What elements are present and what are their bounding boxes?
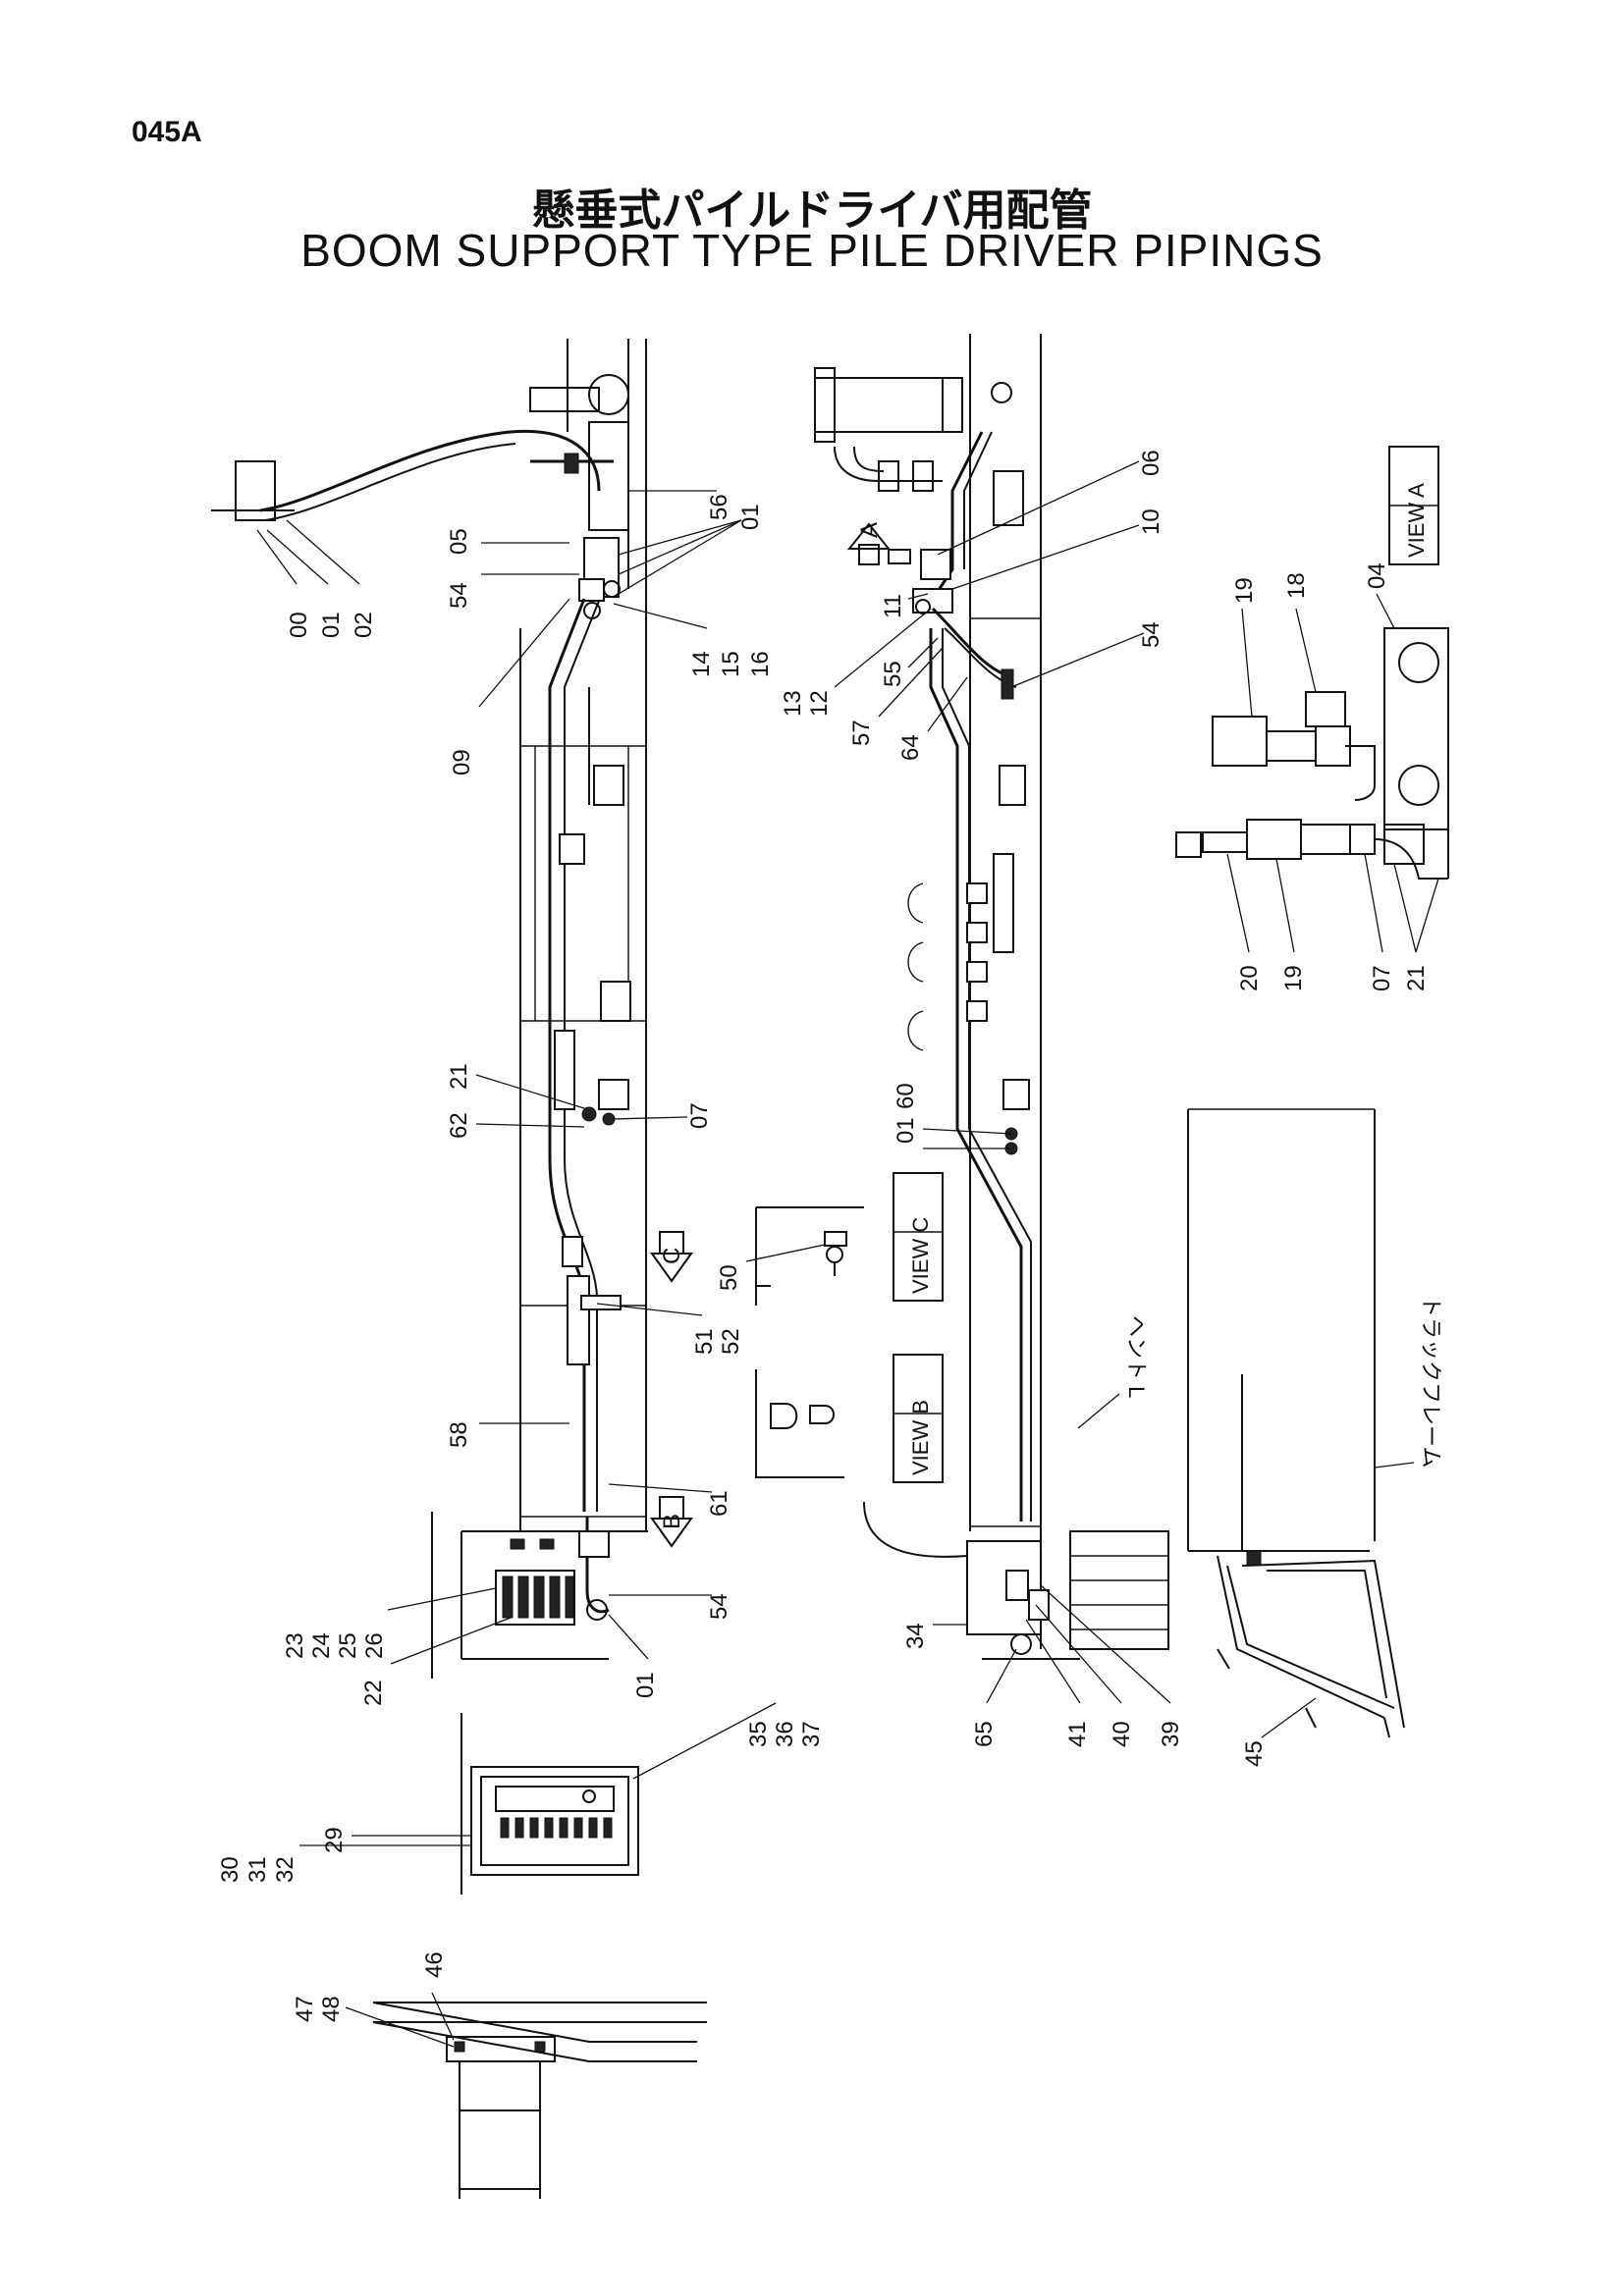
callout-01d: 01 — [893, 1117, 919, 1144]
callout-00: 00 — [286, 612, 312, 638]
view-a-title: VIEW A — [1404, 483, 1429, 558]
callouts-ladder: 46 47 48 — [292, 1951, 455, 2048]
callout-01b: 01 — [737, 504, 764, 530]
callout-13: 13 — [780, 690, 806, 717]
callout-34: 34 — [902, 1623, 929, 1649]
callout-40: 40 — [1109, 1721, 1135, 1747]
control-box-assembly — [460, 1713, 639, 1895]
callout-46: 46 — [421, 1951, 448, 1978]
arrow-b-letter: B — [659, 1514, 685, 1529]
callout-32: 32 — [272, 1856, 298, 1883]
note-track-frame: トラックフレーム — [1419, 1296, 1443, 1468]
callout-37: 37 — [798, 1721, 825, 1747]
callout-41: 41 — [1064, 1721, 1091, 1747]
callouts-view-a: 04 18 19 20 19 07 21 — [1226, 562, 1439, 991]
callouts-view-c: 50 — [716, 1244, 826, 1291]
ladder-detail — [372, 2002, 707, 2199]
callout-52: 52 — [718, 1328, 744, 1355]
callout-65: 65 — [971, 1721, 998, 1747]
callout-11: 11 — [880, 594, 906, 618]
callout-50: 50 — [716, 1264, 742, 1291]
left-boom-assembly — [211, 339, 648, 1679]
callout-23: 23 — [282, 1632, 308, 1659]
view-a-detail — [1175, 627, 1449, 880]
callout-51: 51 — [691, 1328, 718, 1355]
view-b-title: VIEW B — [908, 1400, 933, 1475]
callout-04: 04 — [1364, 562, 1390, 589]
track-frame-detail — [1187, 1108, 1405, 1738]
note-hose-l: ヘント L — [1124, 1315, 1149, 1398]
view-b-label: VIEW B — [893, 1354, 944, 1483]
callout-36: 36 — [772, 1721, 798, 1747]
callout-07: 07 — [686, 1102, 713, 1129]
callout-35: 35 — [745, 1721, 772, 1747]
callouts-main-bottom: 23 24 25 26 22 54 01 35 36 37 29 30 31 3… — [217, 1587, 825, 1883]
view-b-detail — [755, 1369, 844, 1478]
callout-60: 60 — [893, 1083, 919, 1109]
callout-55: 55 — [880, 661, 906, 687]
callout-29: 29 — [321, 1827, 348, 1853]
callout-21: 21 — [446, 1063, 472, 1090]
callout-57: 57 — [848, 720, 875, 746]
callouts-main-top: 00 01 02 05 54 56 01 09 14 15 16 — [256, 490, 774, 775]
callout-16: 16 — [747, 651, 774, 677]
callout-18: 18 — [1283, 572, 1310, 599]
arrow-c-letter: C — [659, 1248, 685, 1264]
callout-47: 47 — [292, 1996, 318, 2022]
center-boom-assembly — [814, 334, 1169, 1660]
callouts-right-bottom: 45 — [1241, 1697, 1317, 1767]
callout-61: 61 — [706, 1490, 732, 1517]
callout-54b: 54 — [706, 1593, 732, 1620]
callout-26: 26 — [361, 1632, 388, 1659]
callout-19b: 19 — [1280, 965, 1307, 991]
callout-56: 56 — [706, 494, 732, 520]
drawing-title-english: BOOM SUPPORT TYPE PILE DRIVER PIPINGS — [300, 225, 1324, 276]
callout-22: 22 — [360, 1680, 387, 1706]
view-arrow-c: C — [650, 1231, 693, 1283]
callout-07b: 07 — [1369, 965, 1395, 991]
view-c-detail — [755, 1206, 864, 1306]
callout-01c: 01 — [632, 1672, 659, 1698]
callout-54c: 54 — [1138, 621, 1164, 648]
callout-02: 02 — [351, 612, 377, 638]
callout-30: 30 — [217, 1856, 244, 1883]
callout-64: 64 — [897, 734, 924, 761]
view-arrow-a: A — [846, 522, 892, 565]
callout-58: 58 — [446, 1421, 472, 1448]
callout-15: 15 — [718, 651, 744, 677]
view-a-label: VIEW A — [1388, 446, 1439, 565]
callout-06: 06 — [1138, 450, 1164, 476]
callout-45: 45 — [1241, 1740, 1268, 1767]
callout-21b: 21 — [1403, 965, 1430, 991]
callout-01: 01 — [318, 612, 345, 638]
drawing-title-japanese: 懸垂式パイルドライバ用配管 — [531, 186, 1093, 236]
callout-39: 39 — [1158, 1721, 1184, 1747]
callout-54: 54 — [446, 582, 472, 609]
callout-24: 24 — [308, 1632, 335, 1659]
callout-14: 14 — [688, 651, 715, 677]
callout-62: 62 — [446, 1112, 472, 1139]
callout-20: 20 — [1236, 965, 1263, 991]
callout-12: 12 — [806, 690, 833, 717]
callouts-main-mid: 62 21 07 51 52 58 61 — [446, 1063, 744, 1517]
view-c-title: VIEW C — [908, 1217, 933, 1294]
arrow-a-letter: A — [856, 522, 883, 538]
callouts-center-bottom: 34 65 41 40 39 — [902, 1584, 1184, 1747]
callouts-center: 06 10 11 13 12 55 54 57 64 01 60 — [780, 450, 1164, 1149]
callout-25: 25 — [335, 1632, 361, 1659]
view-arrow-b: B — [650, 1496, 693, 1548]
callout-10: 10 — [1138, 508, 1164, 535]
view-c-label: VIEW C — [893, 1172, 944, 1302]
callout-09: 09 — [449, 749, 475, 775]
callout-31: 31 — [244, 1856, 271, 1883]
callout-48: 48 — [318, 1996, 345, 2022]
callout-05: 05 — [446, 528, 472, 555]
callout-19: 19 — [1231, 577, 1258, 604]
sheet-code: 045A — [132, 116, 202, 148]
